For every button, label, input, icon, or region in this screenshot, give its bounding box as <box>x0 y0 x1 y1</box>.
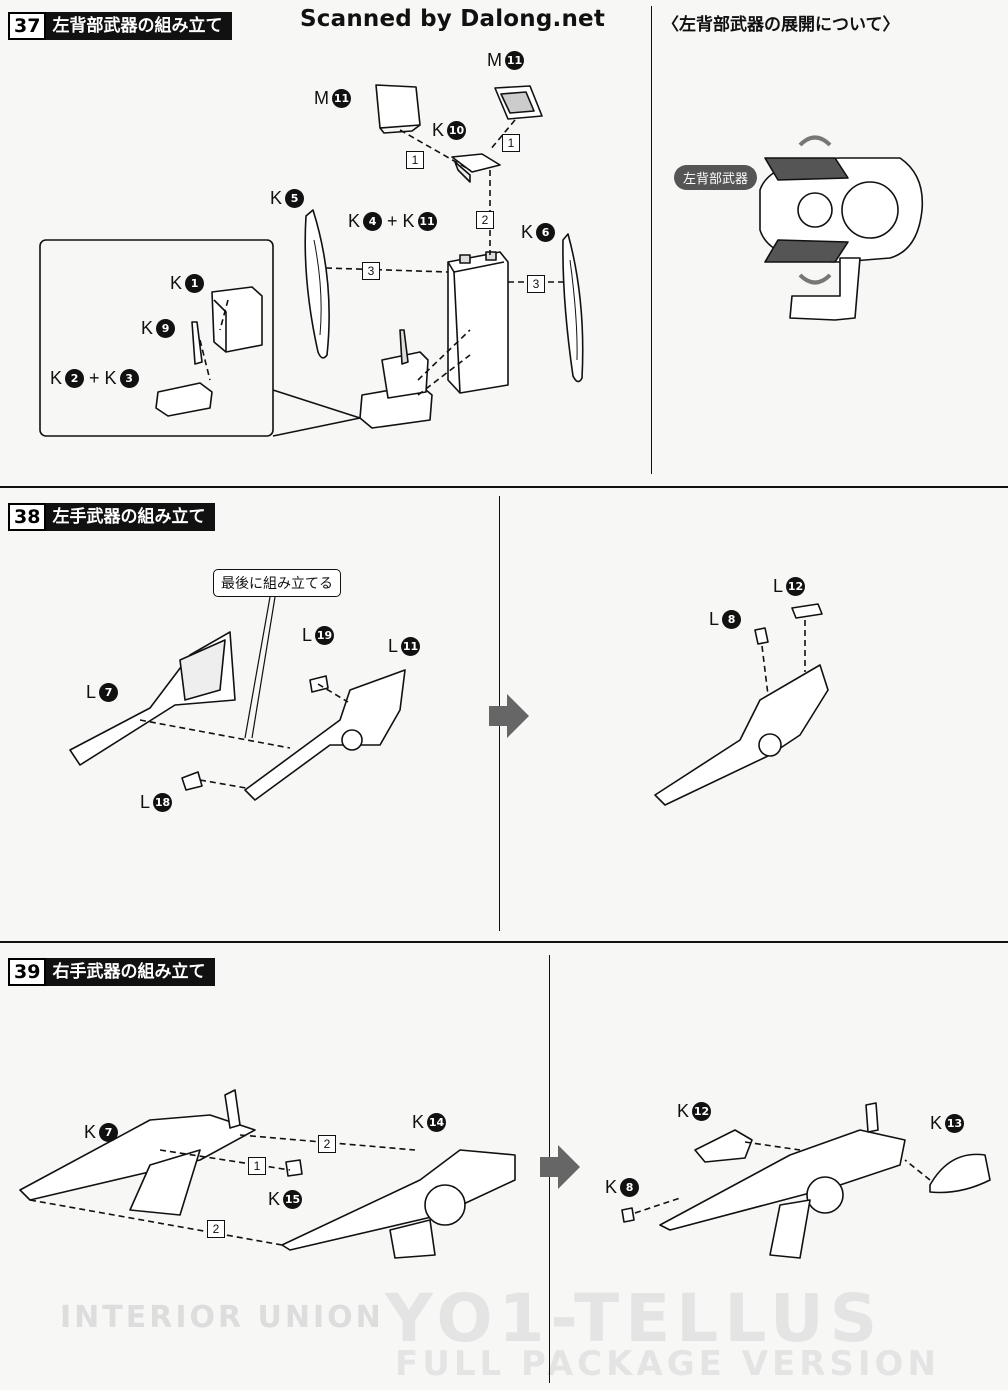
step-title: 左背部武器の組み立て <box>46 12 233 40</box>
part-k1 <box>211 286 263 353</box>
order-marker: 1 <box>248 1157 266 1175</box>
next-step-arrow-39 <box>540 1145 580 1189</box>
order-marker: 1 <box>406 151 424 169</box>
part-l18 <box>181 771 203 791</box>
inset-frame <box>39 239 274 437</box>
deploy-section-title: 〈左背部武器の展開について〉 <box>662 15 900 35</box>
deploy-blade-bottom <box>764 239 849 263</box>
order-marker: 1 <box>502 134 520 152</box>
divider-step37-38 <box>0 486 1008 488</box>
part-k4-body <box>447 251 509 394</box>
part-k15 <box>285 1159 303 1177</box>
part-l11-weapon <box>244 669 406 801</box>
bg-product-text: YO1-TELLUS <box>385 1280 884 1357</box>
part-k12 <box>694 1129 753 1163</box>
part-l12 <box>791 603 823 619</box>
order-marker: 3 <box>362 262 380 280</box>
part-k14-body <box>281 1149 516 1251</box>
part-k2-k3 <box>155 382 213 417</box>
assembled-left-weapon <box>654 664 829 806</box>
step-38-heading: 38 左手武器の組み立て <box>8 503 216 531</box>
step-title: 左手武器の組み立て <box>46 503 216 531</box>
next-step-arrow-38 <box>489 694 529 738</box>
step-37-heading: 37 左背部武器の組み立て <box>8 12 233 40</box>
part-k13 <box>929 1153 991 1194</box>
order-marker: 2 <box>207 1220 225 1238</box>
deploy-grip <box>789 257 861 321</box>
bg-brand-text: INTERIOR UNION <box>60 1300 384 1335</box>
step-number: 37 <box>8 12 47 40</box>
step-39-heading: 39 右手武器の組み立て <box>8 958 216 986</box>
part-k9-antenna <box>191 321 203 365</box>
part-m11-cover <box>375 84 421 129</box>
part-k6-panel <box>562 233 584 383</box>
order-marker: 2 <box>476 211 494 229</box>
order-marker: 2 <box>318 1135 336 1153</box>
part-k7-rails <box>19 1114 256 1201</box>
scan-watermark: Scanned by Dalong.net <box>300 6 606 32</box>
part-k5-panel <box>304 209 330 359</box>
deploy-label: 左背部武器 <box>674 165 758 190</box>
part-k8 <box>621 1207 635 1223</box>
order-marker: 3 <box>527 275 545 293</box>
deploy-blade-top <box>764 157 849 181</box>
divider-step38-39 <box>0 941 1008 943</box>
step-number: 39 <box>8 958 47 986</box>
assemble-last-callout: 最後に組み立てる <box>213 569 341 597</box>
part-l8 <box>754 627 769 645</box>
assembled-right-weapon <box>659 1129 906 1231</box>
bg-edition-text: FULL PACKAGE VERSION <box>395 1344 940 1384</box>
step-number: 38 <box>8 503 47 531</box>
divider-step37-right <box>651 6 652 474</box>
step-title: 右手武器の組み立て <box>46 958 216 986</box>
